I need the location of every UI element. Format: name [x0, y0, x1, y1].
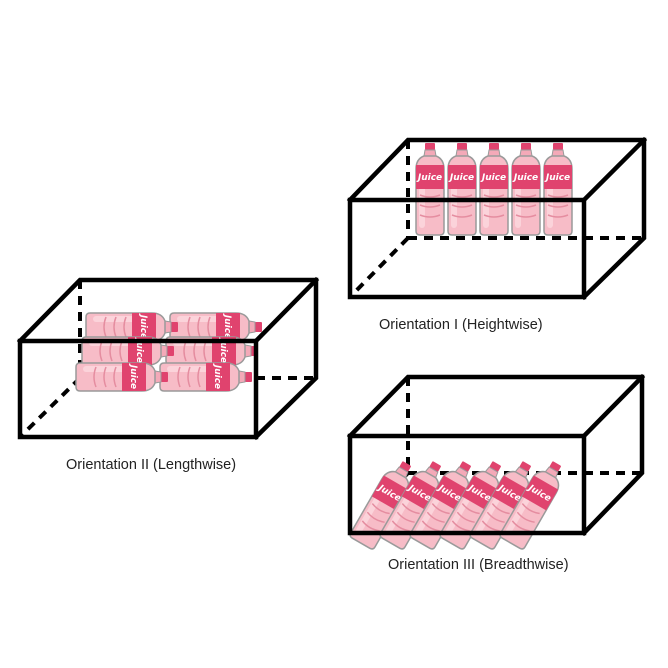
box-front-face — [17, 338, 259, 440]
caption-orientation-2: Orientation II (Lengthwise) — [66, 457, 237, 473]
bottle-group-tilted — [347, 455, 570, 551]
juice-bottle-icon — [75, 362, 169, 392]
juice-bottle-icon — [447, 142, 477, 236]
hidden-edge — [348, 236, 410, 299]
box-edge — [252, 276, 320, 345]
box-edge — [580, 136, 648, 204]
juice-bottle-icon — [159, 362, 253, 392]
bottle-group-upright — [415, 142, 573, 236]
hidden-edge — [18, 376, 82, 439]
juice-bottle-icon — [415, 142, 445, 236]
box-front-face — [347, 197, 587, 300]
juice-bottle-icon — [511, 142, 541, 236]
juice-bottle-icon — [543, 142, 573, 236]
caption-orientation-1: Orientation I (Heightwise) — [379, 317, 543, 333]
box-orientation-1 — [346, 136, 648, 301]
box-edge — [580, 373, 646, 440]
box-orientation-3 — [346, 373, 646, 551]
box-front-face — [347, 433, 587, 536]
juice-bottle-icon — [479, 142, 509, 236]
caption-orientation-3: Orientation III (Breadthwise) — [388, 557, 569, 573]
bottle-group-lying — [75, 312, 263, 392]
box-orientation-2 — [16, 276, 320, 441]
